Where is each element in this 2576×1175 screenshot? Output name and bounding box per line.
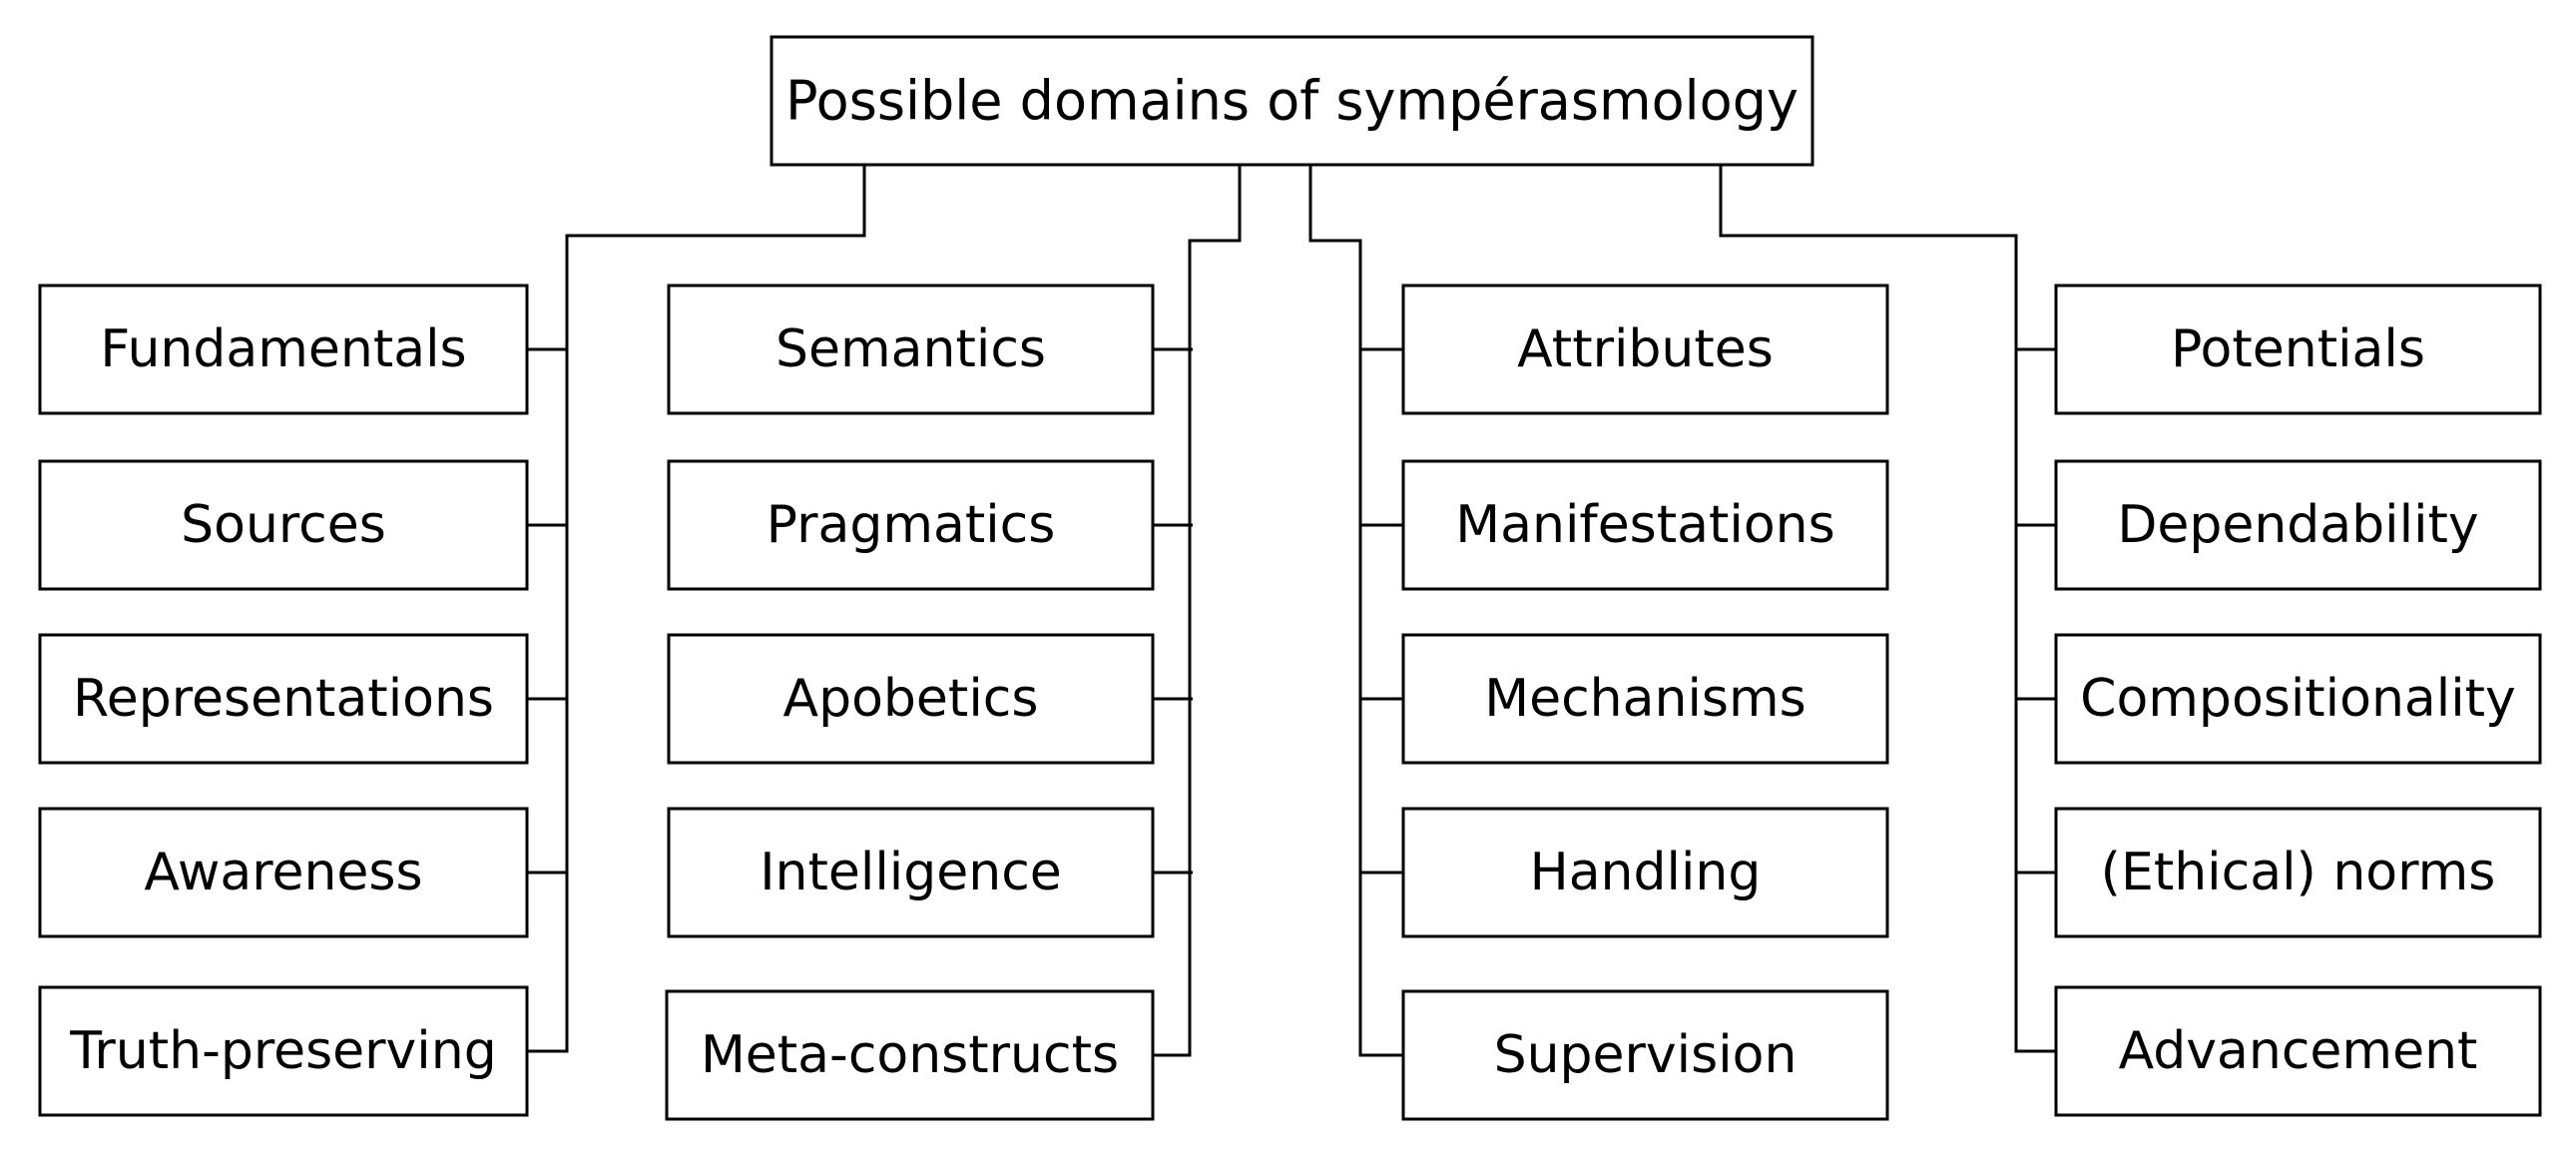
node-intelligence: Intelligence (667, 807, 1155, 938)
node-label: Intelligence (760, 843, 1062, 902)
connectors (527, 165, 2056, 1057)
node-mechanisms: Mechanisms (1401, 633, 1889, 765)
node-label: Attributes (1517, 319, 1774, 379)
node-label: Representations (73, 669, 494, 729)
node-label: Apobetics (783, 669, 1039, 729)
node-box (667, 284, 1155, 415)
node-label: (Ethical) norms (2101, 843, 2496, 902)
node-label: Pragmatics (767, 495, 1056, 555)
node-label: Handling (1530, 843, 1762, 902)
node-box (2054, 985, 2542, 1117)
node-handling: Handling (1401, 807, 1889, 938)
node-label: Supervision (1494, 1025, 1798, 1085)
column-4: Potentials Dependability Compositionalit… (2054, 284, 2542, 1117)
connector-root-col2 (1153, 165, 1242, 1057)
node-label: Manifestations (1455, 495, 1834, 555)
node-box (665, 989, 1155, 1121)
node-label: Potentials (2171, 319, 2425, 379)
node-label: Fundamentals (100, 319, 466, 379)
node-box (2054, 459, 2542, 591)
node-awareness: Awareness (38, 807, 529, 938)
root-node: Possible domains of sympérasmology (770, 35, 1814, 167)
node-potentials: Potentials (2054, 284, 2542, 415)
node-box (38, 284, 529, 415)
node-label: Meta-constructs (701, 1025, 1119, 1085)
node-box (2054, 284, 2542, 415)
root-node-box (770, 35, 1814, 167)
column-3: Attributes Manifestations Mechanisms Han… (1401, 284, 1889, 1121)
node-box (2054, 633, 2542, 765)
node-box (2054, 807, 2542, 938)
node-apobetics: Apobetics (667, 633, 1155, 765)
node-semantics: Semantics (667, 284, 1155, 415)
node-box (38, 633, 529, 765)
node-truth-preserving: Truth-preserving (38, 985, 529, 1117)
node-box (38, 459, 529, 591)
node-compositionality: Compositionality (2054, 633, 2542, 765)
node-label: Advancement (2119, 1021, 2478, 1081)
node-box (1401, 807, 1889, 938)
node-box (1401, 459, 1889, 591)
node-ethical-norms: (Ethical) norms (2054, 807, 2542, 938)
node-box (38, 807, 529, 938)
node-sources: Sources (38, 459, 529, 591)
node-meta-constructs: Meta-constructs (665, 989, 1155, 1121)
node-label: Dependability (2117, 495, 2478, 555)
node-label: Compositionality (2080, 669, 2516, 729)
column-2: Semantics Pragmatics Apobetics Intellige… (665, 284, 1155, 1121)
connector-root-col4 (1719, 165, 2056, 1053)
node-pragmatics: Pragmatics (667, 459, 1155, 591)
node-dependability: Dependability (2054, 459, 2542, 591)
node-box (38, 985, 529, 1117)
connector-root-col3 (1308, 165, 1403, 1057)
node-box (1401, 989, 1889, 1121)
node-label: Semantics (775, 319, 1046, 379)
node-box (1401, 284, 1889, 415)
root-node-label: Possible domains of sympérasmology (785, 70, 1799, 133)
connector-root-col1 (527, 165, 866, 1053)
node-advancement: Advancement (2054, 985, 2542, 1117)
node-box (667, 633, 1155, 765)
column-1: Fundamentals Sources Representations Awa… (38, 284, 529, 1117)
node-attributes: Attributes (1401, 284, 1889, 415)
node-manifestations: Manifestations (1401, 459, 1889, 591)
node-label: Sources (181, 495, 386, 555)
node-label: Mechanisms (1484, 669, 1806, 729)
node-supervision: Supervision (1401, 989, 1889, 1121)
node-box (1401, 633, 1889, 765)
node-box (667, 459, 1155, 591)
node-representations: Representations (38, 633, 529, 765)
node-label: Truth-preserving (69, 1021, 496, 1081)
node-box (667, 807, 1155, 938)
node-label: Awareness (144, 843, 422, 902)
node-fundamentals: Fundamentals (38, 284, 529, 415)
